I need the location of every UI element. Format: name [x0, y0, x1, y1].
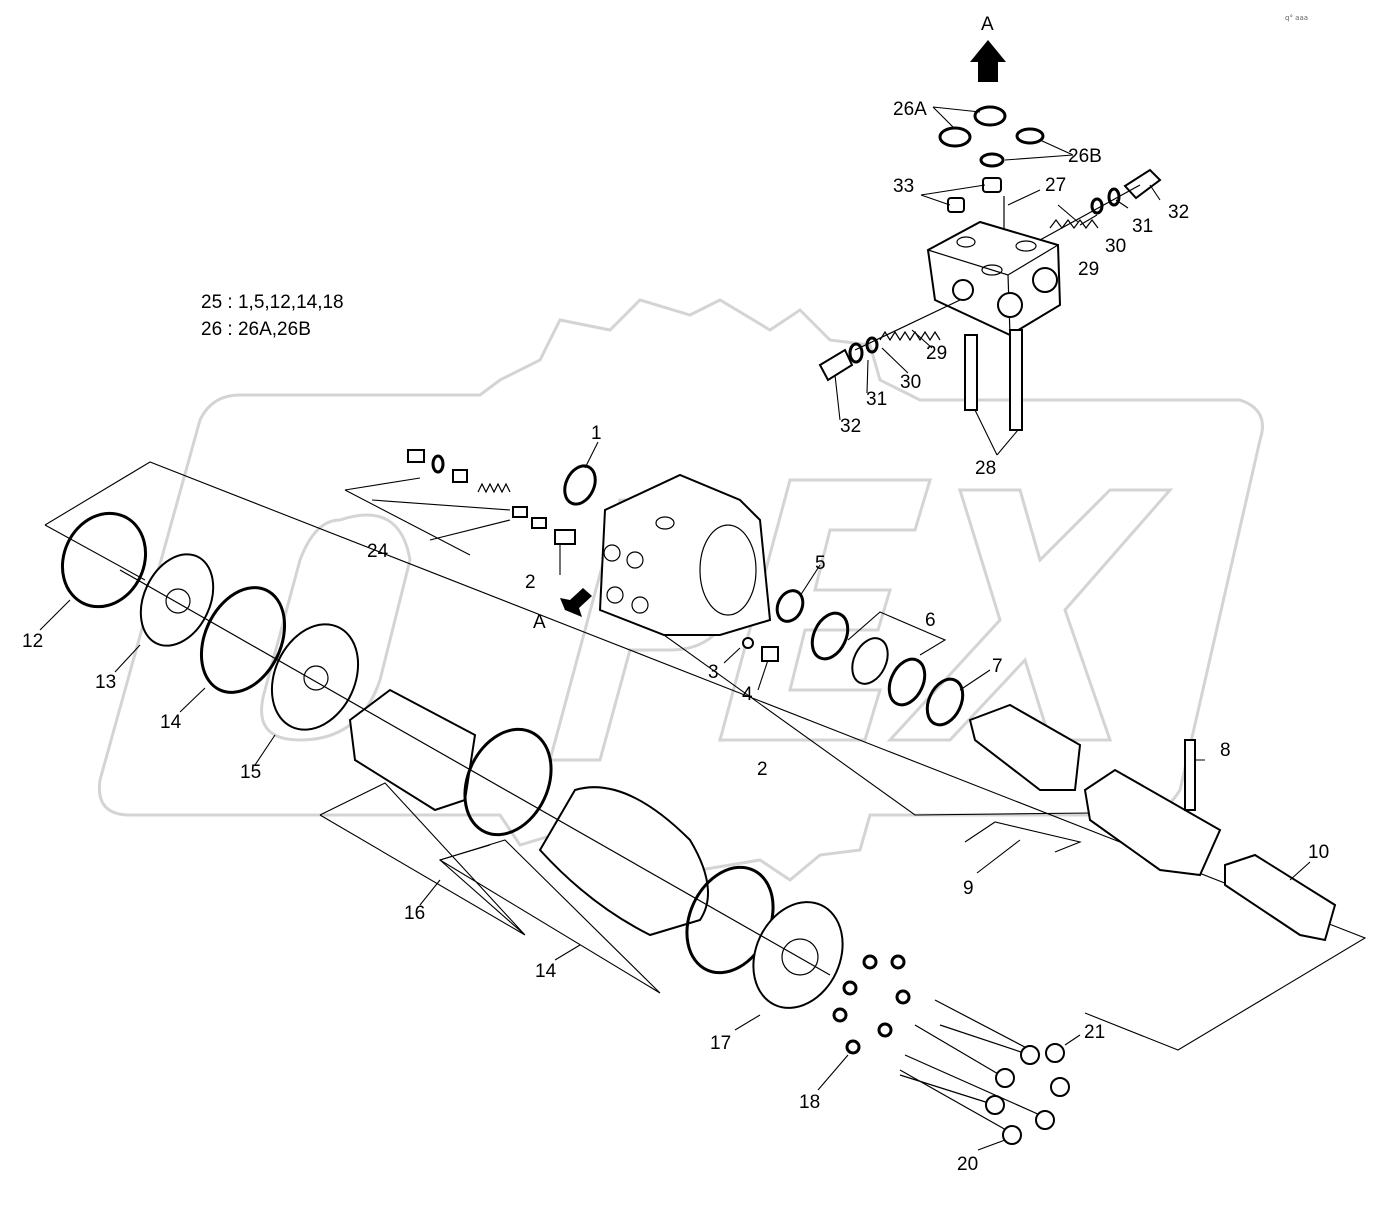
view-arrow-left [560, 588, 592, 617]
label-9: 9 [963, 878, 974, 899]
seal-ring-14-upper [199, 586, 287, 694]
seal-ring-12 [60, 511, 148, 609]
label-5: 5 [815, 553, 826, 574]
label-33: 33 [893, 176, 914, 197]
label-27: 27 [1045, 175, 1066, 196]
label-26B: 26B [1068, 146, 1102, 167]
legend-line-26: 26 : 26A,26B [201, 319, 311, 340]
arrow-top-label: A [981, 14, 994, 35]
valve-housing [926, 220, 1062, 337]
label-13: 13 [95, 672, 116, 693]
label-26A: 26A [893, 99, 927, 120]
seal-7 [925, 677, 965, 727]
ring-5 [775, 589, 805, 623]
legend-line-25: 25 : 1,5,12,14,18 [201, 292, 344, 313]
label-16: 16 [404, 903, 425, 924]
label-29-left: 29 [926, 343, 947, 364]
o-ring-26b-right [1015, 127, 1045, 145]
label-15: 15 [240, 762, 261, 783]
drive-shaft-10 [1224, 853, 1337, 942]
label-30-left: 30 [900, 372, 921, 393]
label-8: 8 [1220, 740, 1231, 761]
valve-body-group: A 1 2 3 4 5 6 7 8 2 9 10 24 [367, 423, 1337, 942]
washers-bolts [832, 954, 1070, 1145]
label-14-left: 14 [160, 712, 182, 733]
stator-16 [538, 786, 709, 937]
gear-rotor [348, 688, 477, 812]
gerotor-stack [60, 511, 844, 1009]
o-ring-26b-center [979, 152, 1005, 168]
seal-1 [563, 464, 597, 506]
label-32-right: 32 [1168, 202, 1189, 223]
label-32-left: 32 [840, 416, 861, 437]
label-31-right: 31 [1132, 216, 1153, 237]
label-31-left: 31 [866, 389, 887, 410]
assembly-group-lines [44, 461, 1367, 1051]
label-14-lower: 14 [535, 961, 557, 982]
label-2-lower: 2 [757, 759, 768, 780]
seal-ring-14-mid [463, 727, 553, 837]
label-6: 6 [925, 610, 936, 631]
plate-13 [139, 553, 215, 647]
sleeve-4 [761, 646, 779, 662]
label-3: 3 [708, 662, 719, 683]
valve-body [598, 473, 772, 636]
check-valve-33 [947, 177, 1002, 213]
sleeve [1083, 768, 1222, 877]
view-arrow-top: A [970, 14, 1006, 82]
o-ring-26a-left [938, 126, 972, 148]
washer-6 [810, 611, 850, 661]
watermark-logo: q° aaa [97, 14, 1308, 882]
label-21: 21 [1084, 1022, 1105, 1043]
spool [968, 703, 1082, 791]
lower-callouts: 12 13 14 15 16 14 17 18 20 21 [22, 599, 1105, 1175]
o-ring-26a-top [973, 105, 1007, 127]
label-1: 1 [591, 423, 602, 444]
label-4: 4 [742, 684, 753, 705]
label-12: 12 [22, 631, 43, 652]
legend: 25 : 1,5,12,14,18 26 : 26A,26B [201, 292, 344, 340]
label-24: 24 [367, 541, 389, 562]
label-29-right: 29 [1078, 259, 1099, 280]
pin-8 [1184, 739, 1196, 811]
label-2-upper: 2 [525, 572, 536, 593]
bearing-6 [851, 637, 889, 685]
upper-housing-group: 26A 26B 33 27 32 31 30 29 29 30 31 32 28 [818, 99, 1189, 479]
label-18: 18 [799, 1092, 820, 1113]
label-20: 20 [957, 1154, 978, 1175]
label-10: 10 [1308, 842, 1329, 863]
arrow-left-label: A [533, 612, 546, 633]
ball-3 [742, 637, 754, 649]
washer-6b [887, 657, 927, 707]
label-28: 28 [975, 458, 996, 479]
label-17: 17 [710, 1033, 731, 1054]
end-cover-17 [752, 901, 844, 1009]
label-30-right: 30 [1105, 236, 1126, 257]
label-7: 7 [992, 656, 1003, 677]
corner-mark: q° aaa [1285, 14, 1308, 22]
